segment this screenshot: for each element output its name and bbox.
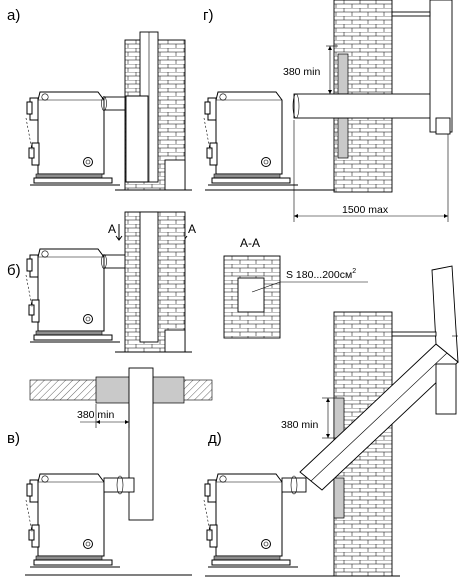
section-area-label: S 180...200см2 (286, 268, 356, 281)
section-channel (237, 277, 265, 313)
panel-g: г) 380 min 1500 max (203, 0, 453, 222)
flue-pipe-v (103, 477, 135, 493)
dimension-d: 380 min (281, 419, 319, 431)
horizontal-flue-g (293, 93, 449, 119)
section-mark-right: А (188, 222, 196, 236)
panel-d: д) 380 min (203, 265, 459, 577)
panel-b-label: б) (7, 262, 21, 279)
panel-a-label: а) (7, 7, 20, 24)
section-a-a: А-А S 180...200см2 (223, 236, 368, 339)
flue-pipe-b (103, 254, 127, 269)
panel-a: а) (7, 7, 192, 191)
section-mark-left: А (108, 222, 116, 236)
chimney-pipe-v (128, 367, 154, 521)
dimension-g-horizontal: 1500 max (342, 204, 389, 216)
dimension-v: 380 min (77, 409, 115, 421)
section-title: А-А (240, 236, 260, 250)
boiler-g (203, 91, 299, 186)
flue-pipe-d (281, 477, 307, 493)
external-chimney-d (431, 265, 459, 364)
panel-v-label: в) (7, 430, 20, 447)
panel-g-label: г) (203, 7, 213, 24)
flue-pipe-a (103, 96, 127, 111)
panel-d-label: д) (208, 430, 222, 447)
external-chimney-g (429, 0, 453, 133)
dimension-g-vertical: 380 min (283, 66, 321, 78)
panel-b: б) А А (7, 211, 196, 353)
panel-v: в) 380 min (7, 367, 213, 576)
